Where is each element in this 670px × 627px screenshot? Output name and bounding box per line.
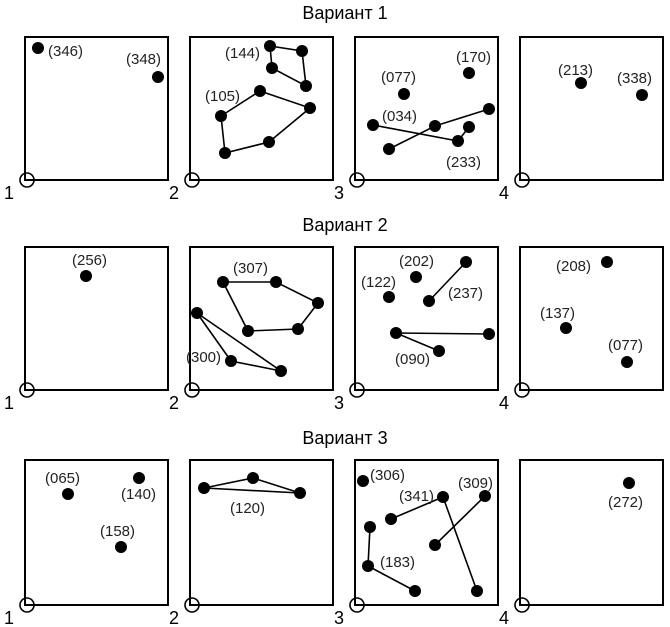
point <box>115 541 127 553</box>
point <box>152 71 164 83</box>
point-label: (208) <box>556 258 591 275</box>
panel-frame <box>519 459 664 606</box>
point <box>636 89 648 101</box>
segment <box>434 495 486 546</box>
variant-2-shapes <box>80 256 633 377</box>
point <box>383 291 395 303</box>
origin-circle-icon <box>19 597 35 613</box>
panel-number: 1 <box>4 393 14 413</box>
polygon <box>196 312 282 372</box>
panel-number: 4 <box>499 608 509 627</box>
point-label: (300) <box>186 349 221 366</box>
point-label: (309) <box>458 475 493 492</box>
origin-circle-icon <box>184 382 200 398</box>
point <box>133 472 145 484</box>
point-label: (272) <box>608 494 643 511</box>
point <box>623 477 635 489</box>
point-label: (144) <box>225 45 260 62</box>
point-label: (090) <box>395 351 430 368</box>
point <box>560 322 572 334</box>
panel-frame <box>354 36 499 181</box>
point-label: (346) <box>48 43 83 60</box>
point <box>32 42 44 54</box>
panel-frame <box>189 459 334 606</box>
segment <box>428 261 467 302</box>
origin-circle-icon <box>514 597 530 613</box>
origin-circle-icon <box>349 172 365 188</box>
panel-number: 2 <box>169 608 179 627</box>
point-label: (341) <box>399 488 434 505</box>
variant-2-title: Вариант 2 <box>302 215 387 235</box>
origin-circle-icon <box>184 597 200 613</box>
variant-1-title: Вариант 1 <box>302 3 387 23</box>
panel-frame <box>354 459 499 606</box>
point-label: (233) <box>446 154 481 171</box>
panel-number: 4 <box>499 183 509 203</box>
point <box>575 77 587 89</box>
panel-number: 1 <box>4 608 14 627</box>
panel-frame <box>24 36 169 181</box>
origin-circle-icon <box>184 172 200 188</box>
panel-frame <box>24 459 169 606</box>
point-label: (140) <box>121 486 156 503</box>
point-label: (348) <box>126 51 161 68</box>
point-label: (307) <box>233 260 268 277</box>
panel-frame <box>519 36 664 181</box>
point-label: (237) <box>448 285 483 302</box>
origin-circle-icon <box>349 382 365 398</box>
variant-3-title: Вариант 3 <box>302 428 387 448</box>
point-label: (065) <box>45 470 80 487</box>
point-label: (077) <box>608 337 643 354</box>
point <box>621 356 633 368</box>
panel-frame <box>24 246 169 391</box>
polygon <box>203 477 301 494</box>
point-label: (170) <box>456 49 491 66</box>
point-label: (034) <box>382 108 417 125</box>
variant-3-shapes <box>62 472 635 597</box>
point-label: (202) <box>399 253 434 270</box>
point-label: (077) <box>381 69 416 86</box>
point <box>357 475 369 487</box>
panel-number: 1 <box>4 183 14 203</box>
point-label: (105) <box>205 88 240 105</box>
panel-frame <box>189 246 334 391</box>
point <box>398 88 410 100</box>
point-label: (122) <box>361 274 396 291</box>
panel-frame <box>519 246 664 391</box>
point-label: (137) <box>540 305 575 322</box>
polygon <box>221 281 320 332</box>
polygon <box>220 90 312 154</box>
point-label: (120) <box>230 500 265 517</box>
point <box>62 488 74 500</box>
panel-frame <box>189 36 334 181</box>
origin-circle-icon <box>514 382 530 398</box>
panel-frame <box>354 246 499 391</box>
point <box>601 256 613 268</box>
origin-circle-icon <box>349 597 365 613</box>
point-label: (213) <box>558 62 593 79</box>
point-label: (338) <box>617 70 652 87</box>
panel-number: 4 <box>499 393 509 413</box>
point <box>80 270 92 282</box>
origin-circle-icon <box>19 382 35 398</box>
origin-circle-icon <box>19 172 35 188</box>
variant-1-shapes <box>32 40 648 159</box>
panel-number: 3 <box>334 393 344 413</box>
point-label: (256) <box>72 252 107 269</box>
point <box>410 271 422 283</box>
origin-circle-icon <box>514 172 530 188</box>
point-label: (158) <box>100 523 135 540</box>
point-label: (183) <box>380 554 415 571</box>
panel-number: 3 <box>334 183 344 203</box>
point-label: (306) <box>370 467 405 484</box>
point <box>463 67 475 79</box>
panel-number: 2 <box>169 183 179 203</box>
panel-number: 3 <box>334 608 344 627</box>
panel-number: 2 <box>169 393 179 413</box>
